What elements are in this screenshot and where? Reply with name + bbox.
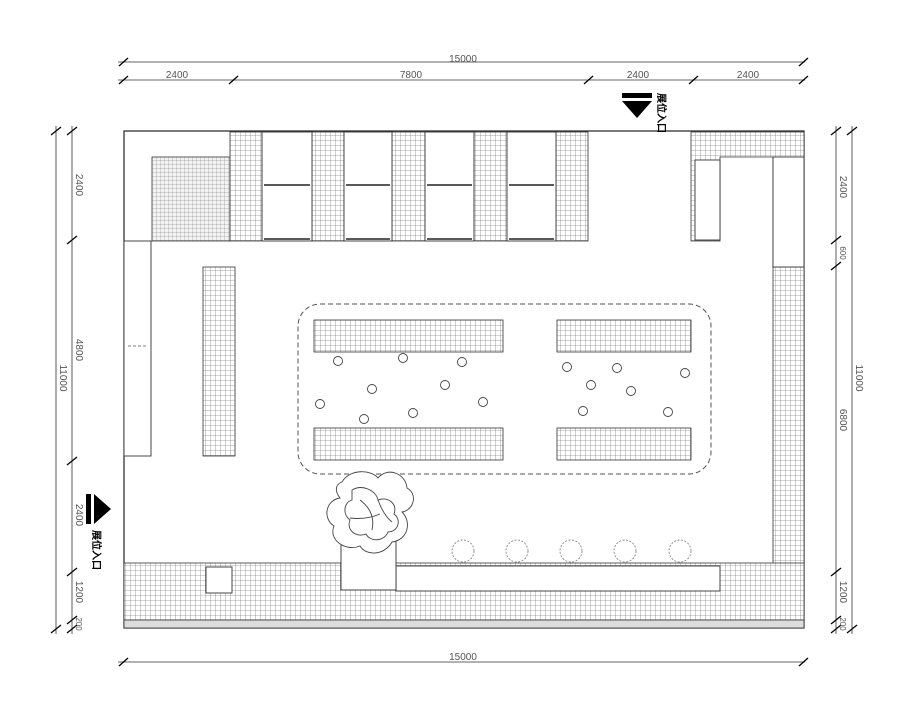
dim-right-seg-5: 200 bbox=[838, 617, 847, 631]
top-display-case-2 bbox=[343, 131, 393, 242]
dim-right-total: 11000 bbox=[853, 364, 864, 392]
bar-stools bbox=[451, 539, 692, 563]
top-right-counter bbox=[694, 159, 721, 241]
plant-icon bbox=[326, 471, 414, 591]
top-entrance-label: 展位入口 bbox=[655, 93, 668, 133]
top-entrance: 展位入口 bbox=[622, 93, 668, 133]
stool-icon bbox=[451, 539, 475, 563]
top-shelf-grid-1 bbox=[311, 131, 345, 242]
top-shelf-grid-3 bbox=[473, 131, 508, 242]
entrance-arrow-icon bbox=[622, 93, 652, 98]
dim-top-seg-2: 7800 bbox=[400, 70, 423, 81]
stool-icon bbox=[505, 539, 529, 563]
entrance-arrow-icon bbox=[94, 494, 111, 524]
dimension-left: 11000 2400 4800 2400 1200 200 bbox=[50, 126, 84, 634]
top-shelf-grid-4 bbox=[555, 131, 589, 242]
dim-left-seg-5: 200 bbox=[74, 617, 83, 631]
left-entrance-label: 展位入口 bbox=[90, 530, 103, 570]
top-display-case-4 bbox=[506, 131, 557, 242]
bottom-niche bbox=[205, 566, 233, 594]
stool-icon bbox=[613, 539, 637, 563]
right-wall-niche bbox=[772, 156, 805, 268]
dim-right-seg-4: 1200 bbox=[837, 581, 848, 604]
dim-left-seg-1: 2400 bbox=[73, 174, 84, 197]
dimension-right: 2400 600 6800 1200 200 11000 bbox=[830, 126, 864, 634]
stool-icon bbox=[559, 539, 583, 563]
top-display-case-1 bbox=[261, 131, 313, 242]
bottom-long-counter bbox=[395, 565, 721, 592]
island-shelf-top-left bbox=[313, 319, 504, 353]
dim-right-seg-2: 600 bbox=[838, 246, 847, 260]
dim-top-seg-1: 2400 bbox=[166, 70, 189, 81]
right-wall-shelves bbox=[690, 131, 805, 629]
top-shelf-grid-2 bbox=[391, 131, 426, 242]
dim-top-total: 15000 bbox=[449, 54, 477, 65]
dim-left-seg-3: 2400 bbox=[73, 504, 84, 527]
dimension-bottom: 15000 bbox=[118, 652, 809, 667]
dim-left-seg-4: 1200 bbox=[73, 581, 84, 604]
island-shelf-bottom-left bbox=[313, 427, 504, 461]
stool-icon bbox=[315, 353, 690, 424]
left-entrance: 展位入口 bbox=[86, 494, 111, 570]
dim-left-total: 11000 bbox=[57, 364, 68, 392]
bottom-wall-shelves bbox=[123, 562, 805, 629]
entrance-arrow-icon bbox=[622, 101, 652, 118]
top-wall-shelves bbox=[151, 131, 589, 242]
dimension-top: 15000 2400 7800 2400 2400 bbox=[118, 54, 809, 85]
dim-bottom-total: 15000 bbox=[449, 652, 477, 663]
dim-left-seg-2: 4800 bbox=[73, 339, 84, 362]
top-left-corner-display bbox=[151, 156, 231, 242]
top-display-case-3 bbox=[424, 131, 475, 242]
top-left-corner-fill bbox=[229, 131, 263, 242]
entrance-arrow-icon bbox=[86, 494, 91, 524]
stool-icon bbox=[668, 539, 692, 563]
left-standing-shelf bbox=[202, 266, 236, 457]
dim-top-seg-3: 2400 bbox=[627, 70, 650, 81]
left-counter bbox=[123, 240, 152, 457]
dim-top-seg-4: 2400 bbox=[737, 70, 760, 81]
dim-right-seg-1: 2400 bbox=[837, 176, 848, 199]
island-shelf-top-right bbox=[556, 319, 692, 353]
central-island bbox=[297, 303, 712, 475]
island-shelf-bottom-right bbox=[556, 427, 692, 461]
dim-right-seg-3: 6800 bbox=[837, 409, 848, 432]
